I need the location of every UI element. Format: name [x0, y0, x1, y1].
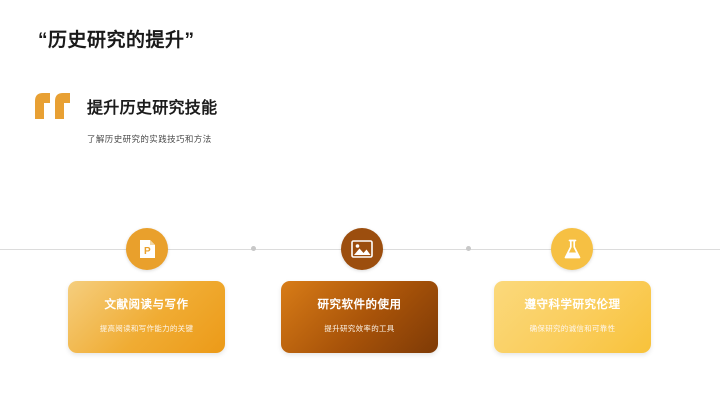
- svg-text:P: P: [144, 246, 151, 257]
- quote-heading: 提升历史研究技能: [87, 100, 218, 117]
- card-research-ethics[interactable]: 遵守科学研究伦理 确保研究的诚信和可靠性: [494, 281, 651, 353]
- card-title: 遵守科学研究伦理: [524, 299, 621, 311]
- timeline-node-document[interactable]: P: [126, 228, 168, 270]
- card-literature-reading[interactable]: 文献阅读与写作 提高阅读和写作能力的关键: [68, 281, 225, 353]
- quote-block: 提升历史研究技能: [33, 88, 433, 158]
- image-picture-icon: [351, 240, 373, 258]
- card-research-software[interactable]: 研究软件的使用 提升研究效率的工具: [281, 281, 438, 353]
- card-title: 研究软件的使用: [317, 299, 402, 311]
- quote-subtext: 了解历史研究的实践技巧和方法: [87, 134, 212, 144]
- timeline-node-flask[interactable]: [551, 228, 593, 270]
- quote-open-icon: [33, 88, 77, 128]
- card-description: 提升研究效率的工具: [324, 324, 395, 333]
- timeline-node-image[interactable]: [341, 228, 383, 270]
- card-description: 提高阅读和写作能力的关键: [99, 324, 194, 333]
- card-description: 确保研究的诚信和可靠性: [529, 324, 616, 333]
- page-title: “历史研究的提升”: [38, 30, 195, 51]
- timeline-dot-1: [251, 246, 256, 251]
- timeline-dot-2: [466, 246, 471, 251]
- card-title: 文献阅读与写作: [104, 299, 189, 311]
- flask-beaker-icon: [563, 239, 582, 260]
- document-p-icon: P: [139, 239, 156, 259]
